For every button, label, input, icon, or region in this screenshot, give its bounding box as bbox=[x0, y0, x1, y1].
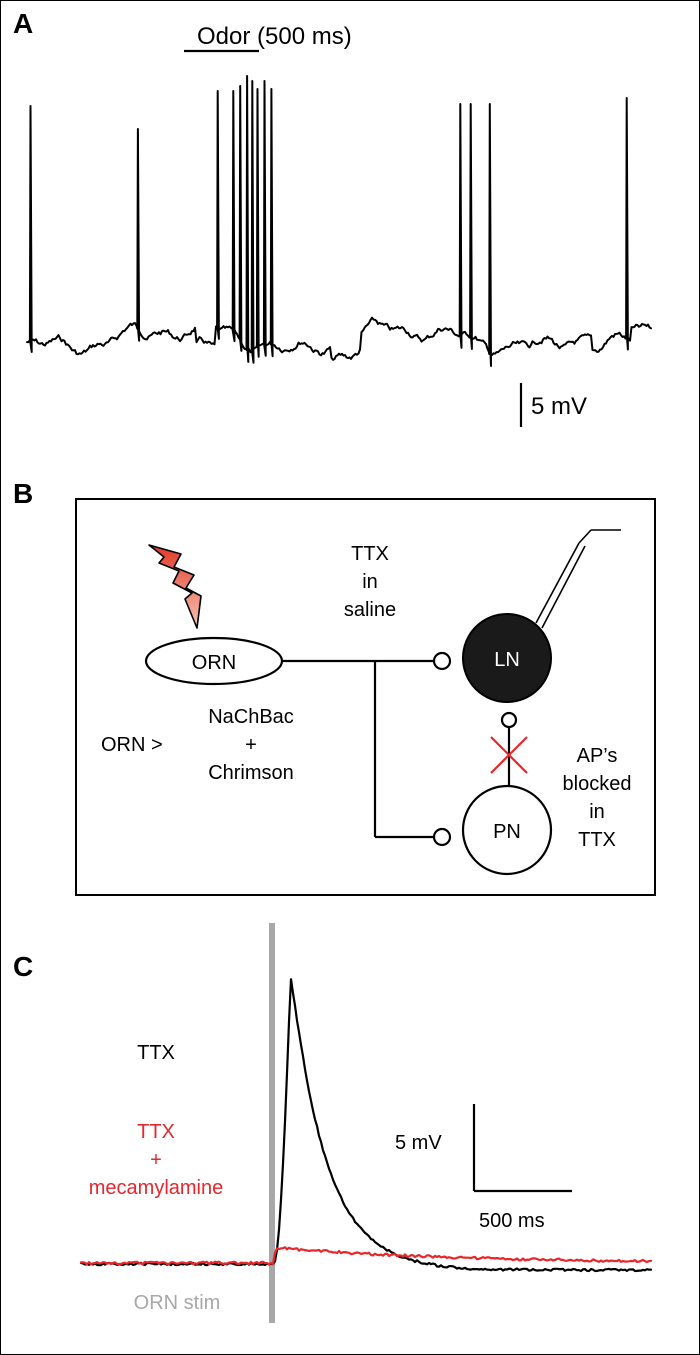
ln-label: LN bbox=[494, 649, 520, 671]
genotype-line-1: NaChBac bbox=[208, 706, 294, 728]
block-line-1: AP’s bbox=[577, 745, 618, 767]
ln-pn-synapse bbox=[500, 711, 518, 729]
orn-ln-synapse bbox=[432, 651, 452, 671]
genotype-line-2: + bbox=[245, 734, 257, 756]
panel-c-letter: C bbox=[13, 951, 33, 982]
recording-electrode-icon bbox=[535, 529, 621, 629]
orn-label: ORN bbox=[192, 652, 236, 674]
panel-b-letter: B bbox=[13, 478, 33, 509]
panel-a-letter: A bbox=[13, 8, 33, 39]
mecamylamine-trace bbox=[79, 1246, 653, 1266]
lightning-bolt-icon bbox=[148, 544, 202, 629]
orn-stim-label: ORN stim bbox=[134, 1292, 221, 1314]
panel-a-scalebar-label: 5 mV bbox=[531, 393, 587, 420]
ttx-trace-label: TTX bbox=[137, 1042, 175, 1064]
block-line-4: TTX bbox=[578, 829, 616, 851]
genotype-prefix: ORN > bbox=[101, 734, 163, 756]
orn-pn-synapse bbox=[432, 827, 452, 847]
circuit-diagram-box bbox=[75, 498, 656, 896]
block-line-3: in bbox=[589, 801, 605, 823]
red-x-icon bbox=[490, 736, 528, 774]
block-line-2: blocked bbox=[563, 773, 632, 795]
pn-label: PN bbox=[493, 821, 521, 843]
odor-label: Odor (500 ms) bbox=[197, 23, 352, 50]
panel-c-scalebar bbox=[472, 1104, 572, 1193]
drug-label-line-2: + bbox=[150, 1149, 162, 1171]
scalebar-mv-label: 5 mV bbox=[395, 1132, 442, 1154]
drug-label-line-3: mecamylamine bbox=[89, 1177, 223, 1199]
panel-a-trace bbox=[26, 75, 652, 367]
ttx-trace bbox=[79, 978, 653, 1273]
pn-circle bbox=[461, 784, 553, 876]
ttx-saline-line-1: TTX bbox=[351, 543, 389, 565]
drug-label-line-1: TTX bbox=[137, 1121, 175, 1143]
ln-circle bbox=[462, 613, 552, 703]
scalebar-ms-label: 500 ms bbox=[479, 1210, 545, 1232]
genotype-line-3: Chrimson bbox=[208, 762, 294, 784]
ttx-saline-line-2: in bbox=[362, 571, 378, 593]
ttx-saline-line-3: saline bbox=[344, 599, 396, 621]
